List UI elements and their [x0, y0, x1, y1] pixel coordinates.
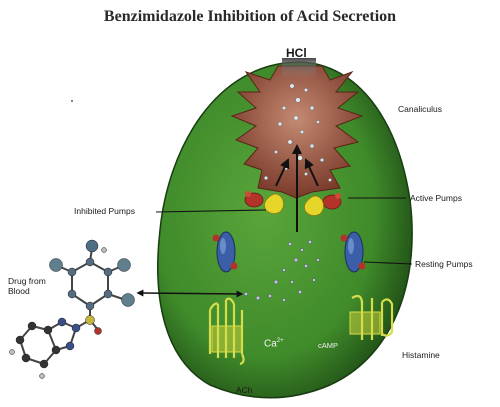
- label-histamine: Histamine: [402, 350, 440, 360]
- benzimidazole-molecule: [9, 239, 135, 379]
- speck: [71, 100, 73, 102]
- label-active-pumps: Active Pumps: [410, 193, 462, 203]
- resting-pump-right: [340, 231, 366, 273]
- label-ach: ACh: [236, 385, 253, 395]
- label-calcium-symbol: Ca: [264, 338, 277, 350]
- label-calcium: Ca2+: [264, 338, 284, 349]
- ach-receptor: [208, 297, 245, 366]
- parietal-cell: [157, 61, 413, 399]
- hcl-plume: [282, 58, 316, 78]
- canaliculus-structure: [230, 65, 364, 199]
- inhibited-pump-1: [264, 193, 284, 214]
- label-hcl: HCl: [286, 46, 307, 60]
- label-calcium-charge: 2+: [276, 338, 284, 344]
- inhibited-pump-2: [304, 195, 324, 216]
- label-drug-from-blood: Drug from Blood: [8, 276, 46, 296]
- leader-lines: [155, 197, 413, 265]
- drug-entry-arrow: [136, 289, 244, 298]
- histamine-receptor: [349, 294, 394, 340]
- label-canaliculus: Canaliculus: [398, 104, 442, 114]
- diagram-title: Benzimidazole Inhibition of Acid Secreti…: [103, 8, 397, 25]
- active-pump-2: [244, 191, 264, 208]
- drug-particles: [243, 239, 320, 302]
- acid-flow-arrows: [275, 144, 319, 232]
- label-resting-pumps: Resting Pumps: [415, 259, 473, 269]
- label-inhibited-pumps: Inhibited Pumps: [74, 206, 135, 216]
- active-pump-1: [322, 193, 342, 210]
- label-camp: cAMP: [318, 341, 339, 350]
- resting-pump-left: [212, 231, 238, 273]
